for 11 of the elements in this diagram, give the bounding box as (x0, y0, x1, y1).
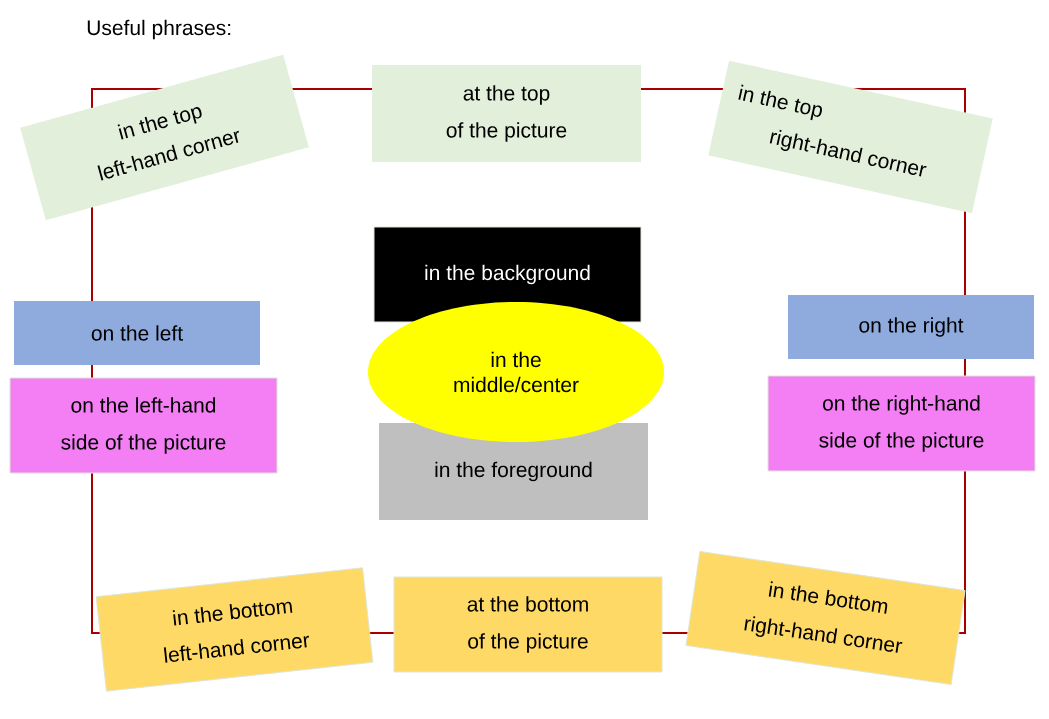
phrase-box: in the bottom right-hand corner (685, 550, 966, 686)
heading: Useful phrases: (87, 19, 231, 40)
phrase-box: on the right-hand side of the picture (767, 375, 1036, 472)
phrase-box: at the bottom of the picture (393, 576, 663, 673)
phrase-box: at the top of the picture (372, 65, 641, 162)
phrase-box: in the background (373, 226, 642, 323)
phrase-box: in the bottom left-hand corner (95, 567, 374, 692)
phrase-box: on the right (788, 295, 1034, 359)
phrase-box: on the left-hand side of the picture (9, 377, 278, 474)
phrase-box: in the top right-hand corner (708, 60, 993, 214)
phrase-box: on the left (14, 301, 260, 365)
